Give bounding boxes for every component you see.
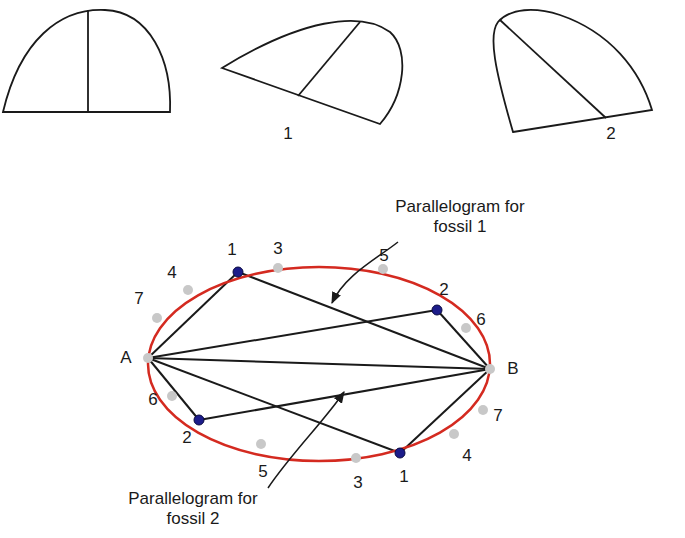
- callout-number: 2: [606, 124, 615, 144]
- fossil-outline: [222, 21, 402, 124]
- landmark-dots: [143, 263, 495, 463]
- point-number: 1: [399, 467, 408, 487]
- callout-number: 1: [283, 124, 292, 144]
- point-number: 4: [167, 263, 176, 283]
- outline-ellipse: [148, 267, 490, 461]
- point-number: 3: [273, 239, 282, 259]
- point-number: 6: [476, 310, 485, 330]
- point-number: 5: [379, 246, 388, 266]
- key-dots: [194, 267, 442, 458]
- point-number: 6: [148, 390, 157, 410]
- point-number: 7: [493, 406, 502, 426]
- point-number: 3: [353, 473, 362, 493]
- axis-line: [298, 22, 360, 96]
- fossil-outline: [493, 10, 652, 132]
- axis-line: [87, 10, 89, 112]
- leader-arrow: [332, 242, 398, 303]
- point-number: 4: [462, 446, 471, 466]
- parallelogram-lines: [148, 272, 490, 453]
- axis-line: [500, 20, 606, 118]
- callout-text: Parallelogram for fossil 2: [125, 488, 261, 529]
- leader-arrow: [268, 392, 344, 488]
- callout-text: Parallelogram for fossil 1: [392, 196, 528, 237]
- fossil-outlines: [3, 10, 652, 132]
- fossil-outline: [3, 10, 170, 112]
- point-number: 2: [439, 280, 448, 300]
- point-number: 5: [258, 462, 267, 482]
- point-label: A: [120, 348, 131, 368]
- point-number: 2: [182, 428, 191, 448]
- point-label: B: [507, 359, 518, 379]
- point-number: 7: [134, 289, 143, 309]
- point-number: 1: [227, 240, 236, 260]
